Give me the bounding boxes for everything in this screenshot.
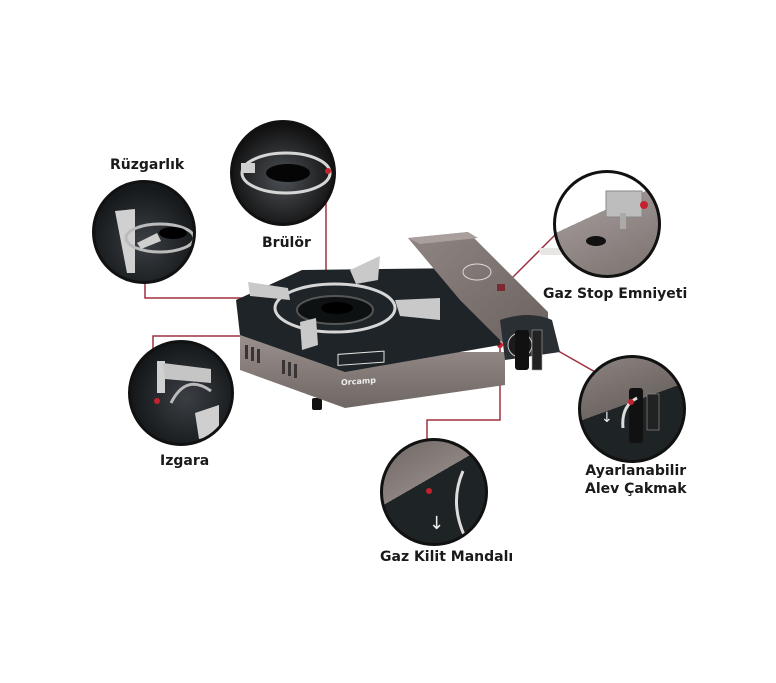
svg-text:↓: ↓ bbox=[429, 513, 444, 534]
label-izgara: Izgara bbox=[160, 453, 210, 469]
label-ruzgarlik: Rüzgarlık bbox=[110, 157, 185, 173]
detail-circle-ayarlanabilir: ↓ bbox=[578, 355, 686, 463]
label-gaz-kilit: Gaz Kilit Mandalı bbox=[380, 549, 514, 565]
label-ayarlanabilir-line2: Alev Çakmak bbox=[585, 481, 687, 497]
label-ayarlanabilir: Ayarlanabilir Alev Çakmak bbox=[585, 462, 687, 498]
detail-circle-gaz-stop bbox=[553, 170, 661, 278]
detail-circle-izgara bbox=[128, 340, 234, 446]
detail-circle-brulor bbox=[230, 120, 336, 226]
label-gaz-stop: Gaz Stop Emniyeti bbox=[543, 286, 688, 302]
detail-circle-gaz-kilit: ↓ bbox=[380, 438, 488, 546]
detail-circle-ruzgarlik bbox=[92, 180, 196, 284]
svg-text:↓: ↓ bbox=[601, 410, 613, 426]
label-ayarlanabilir-line1: Ayarlanabilir bbox=[585, 463, 687, 479]
label-brulor: Brülör bbox=[262, 235, 311, 251]
